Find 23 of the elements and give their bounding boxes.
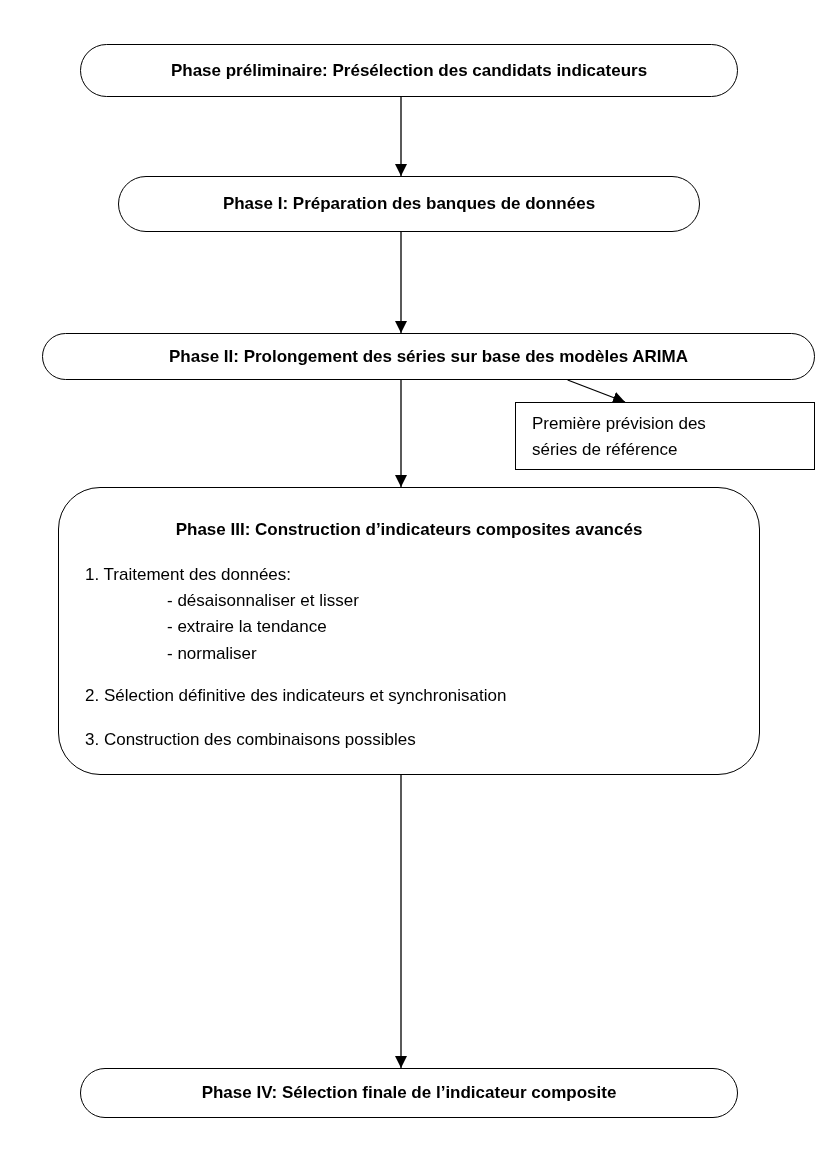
- list-item: - extraire la tendance: [167, 617, 327, 637]
- list-item: 2. Sélection définitive des indicateurs et synchronisation: [85, 686, 507, 706]
- list-item: 3. Construction des combinaisons possibles: [85, 730, 416, 750]
- phase-title: Phase IV: Sélection finale de l’indicateur composite: [201, 1083, 617, 1103]
- note-text: Première prévision des séries de référence: [532, 413, 707, 461]
- list-item: - normaliser: [167, 644, 257, 664]
- phase-title: Phase III: Construction d’indicateurs composites avancés: [175, 520, 643, 540]
- arrow: [395, 379, 407, 488]
- rounded-process-box: [58, 487, 760, 775]
- phase-title: Phase I: Préparation des banques de données: [222, 194, 596, 214]
- phase-title: Phase II: Prolongement des séries sur base des modèles ARIMA: [169, 346, 688, 367]
- list-item: - désaisonnaliser et lisser: [167, 591, 359, 611]
- arrow: [567, 379, 626, 404]
- rounded-process-box: [80, 44, 738, 97]
- list-item: 1. Traitement des données:: [85, 565, 292, 585]
- arrow: [395, 774, 407, 1069]
- note-box: [515, 402, 815, 470]
- phase-title: Phase préliminaire: Présélection des candidats indicateurs: [170, 60, 648, 81]
- arrow: [395, 231, 407, 334]
- rounded-process-box: [80, 1068, 738, 1118]
- rounded-process-box: [42, 333, 815, 380]
- arrow: [395, 96, 407, 177]
- rounded-process-box: [118, 176, 700, 232]
